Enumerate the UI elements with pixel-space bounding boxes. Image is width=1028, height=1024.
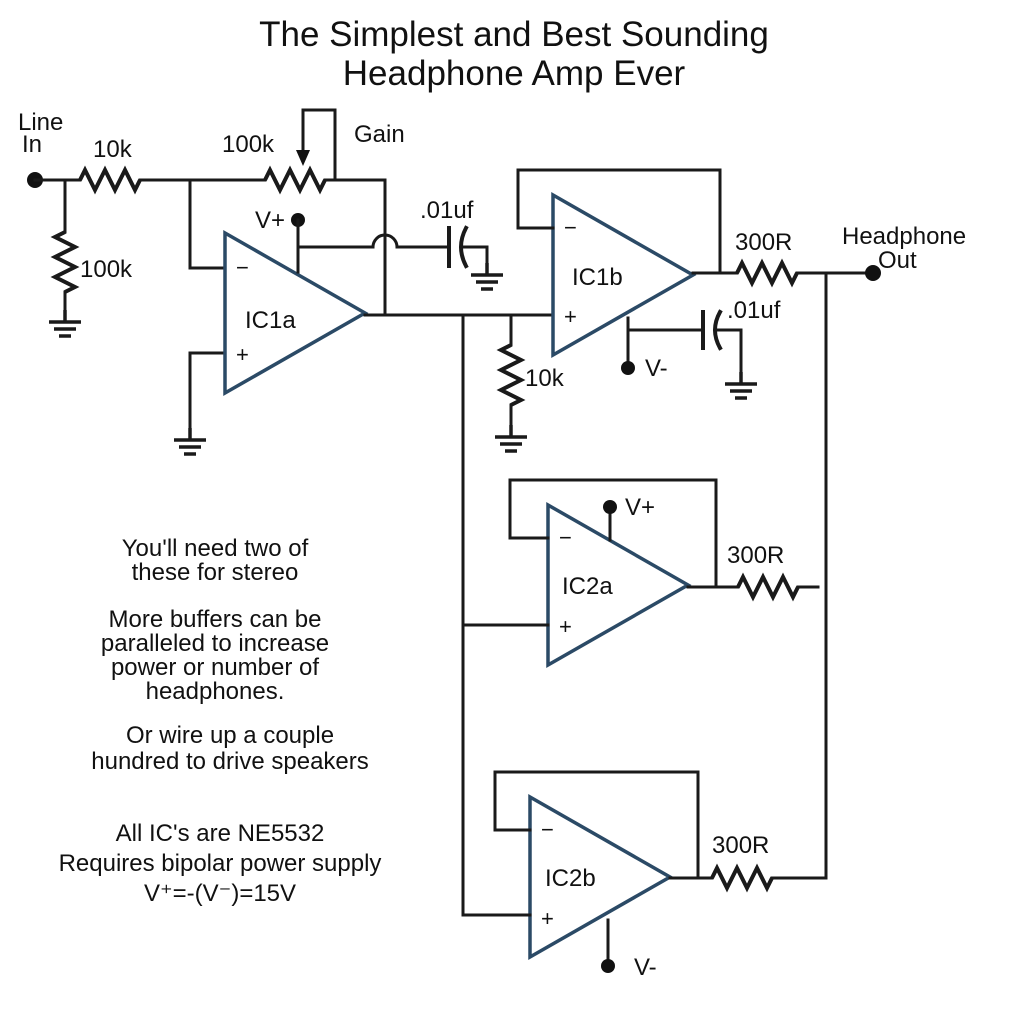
ground-symbol-4 (493, 423, 529, 453)
pin-minus-ic1b: − (564, 215, 577, 240)
resistor-10k-ground (496, 343, 526, 407)
label-r-input: 10k (93, 136, 133, 163)
resistor-300r-1 (735, 258, 799, 288)
label-r-out-1: 300R (735, 229, 792, 256)
label-vminus-2: V- (634, 954, 657, 981)
ground-symbol-5 (723, 370, 759, 400)
label-line: Line (18, 109, 63, 136)
pin-plus-ic1b: + (564, 304, 577, 329)
label-r-out-2: 300R (727, 542, 784, 569)
note-buffers-3: power or number of (110, 654, 320, 681)
label-pot: 100k (222, 131, 275, 158)
resistor-300r-3 (710, 863, 774, 893)
ground-symbol-1 (47, 308, 83, 338)
note-buffers-4: headphones. (145, 678, 285, 705)
note-buffers-2: paralleled to increase (100, 630, 330, 657)
potentiometer-100k (263, 165, 327, 195)
vminus-terminal-1 (621, 361, 635, 375)
ground-symbol-3 (469, 261, 505, 291)
label-ic1a: IC1a (245, 307, 296, 334)
label-ic1b: IC1b (572, 264, 623, 291)
label-out: Out (878, 247, 917, 274)
label-gain: Gain (354, 121, 405, 148)
opamp-ic1b (551, 191, 697, 359)
pin-minus-ic2a: − (559, 525, 572, 550)
label-r-10k-ground: 10k (525, 365, 565, 392)
resistor-300r-2 (736, 572, 800, 602)
headphone-out-terminal (865, 265, 881, 281)
pin-minus-ic1a: − (236, 255, 249, 280)
resistor-10k-input (78, 165, 142, 195)
resistor-100k-shunt (50, 230, 80, 294)
label-in: In (22, 131, 42, 158)
pin-plus-ic2a: + (559, 614, 572, 639)
label-cap-2: .01uf (727, 297, 781, 324)
pin-minus-ic2b: − (541, 817, 554, 842)
opamp-ic2b (528, 793, 674, 961)
opamp-ic1a (223, 229, 369, 397)
ground-symbol-2 (172, 426, 208, 456)
input-section (27, 165, 267, 338)
note-ic-1: All IC's are NE5532 (115, 820, 325, 847)
pot-wiper-arrow (296, 150, 310, 166)
label-r-out-3: 300R (712, 832, 769, 859)
title-line-1: The Simplest and Best Sounding (259, 15, 769, 54)
note-ic-2: Requires bipolar power supply (58, 850, 382, 877)
label-ic2a: IC2a (562, 573, 613, 600)
pin-plus-ic2b: + (541, 906, 554, 931)
note-buffers-1: More buffers can be (108, 606, 322, 633)
label-ic2b: IC2b (545, 865, 596, 892)
note-speakers-1: Or wire up a couple (125, 722, 335, 749)
opamp-ic2a (546, 501, 692, 669)
gain-network (172, 108, 387, 456)
vminus-terminal-2 (601, 959, 615, 973)
label-r-shunt: 100k (80, 256, 133, 283)
label-vplus-1: V+ (255, 207, 285, 234)
pin-plus-ic1a: + (236, 342, 249, 367)
note-stereo-1: You'll need two of (121, 535, 309, 562)
label-headphone: Headphone (842, 223, 966, 250)
vplus-terminal-2 (603, 500, 617, 514)
note-ic-3: V⁺=-(V⁻)=15V (143, 880, 297, 907)
note-speakers-2: hundred to drive speakers (91, 748, 369, 775)
label-cap-1: .01uf (420, 197, 474, 224)
label-vminus-1: V- (645, 355, 668, 382)
note-stereo-2: these for stereo (131, 559, 299, 586)
label-vplus-2: V+ (625, 494, 655, 521)
title-line-2: Headphone Amp Ever (342, 54, 686, 93)
